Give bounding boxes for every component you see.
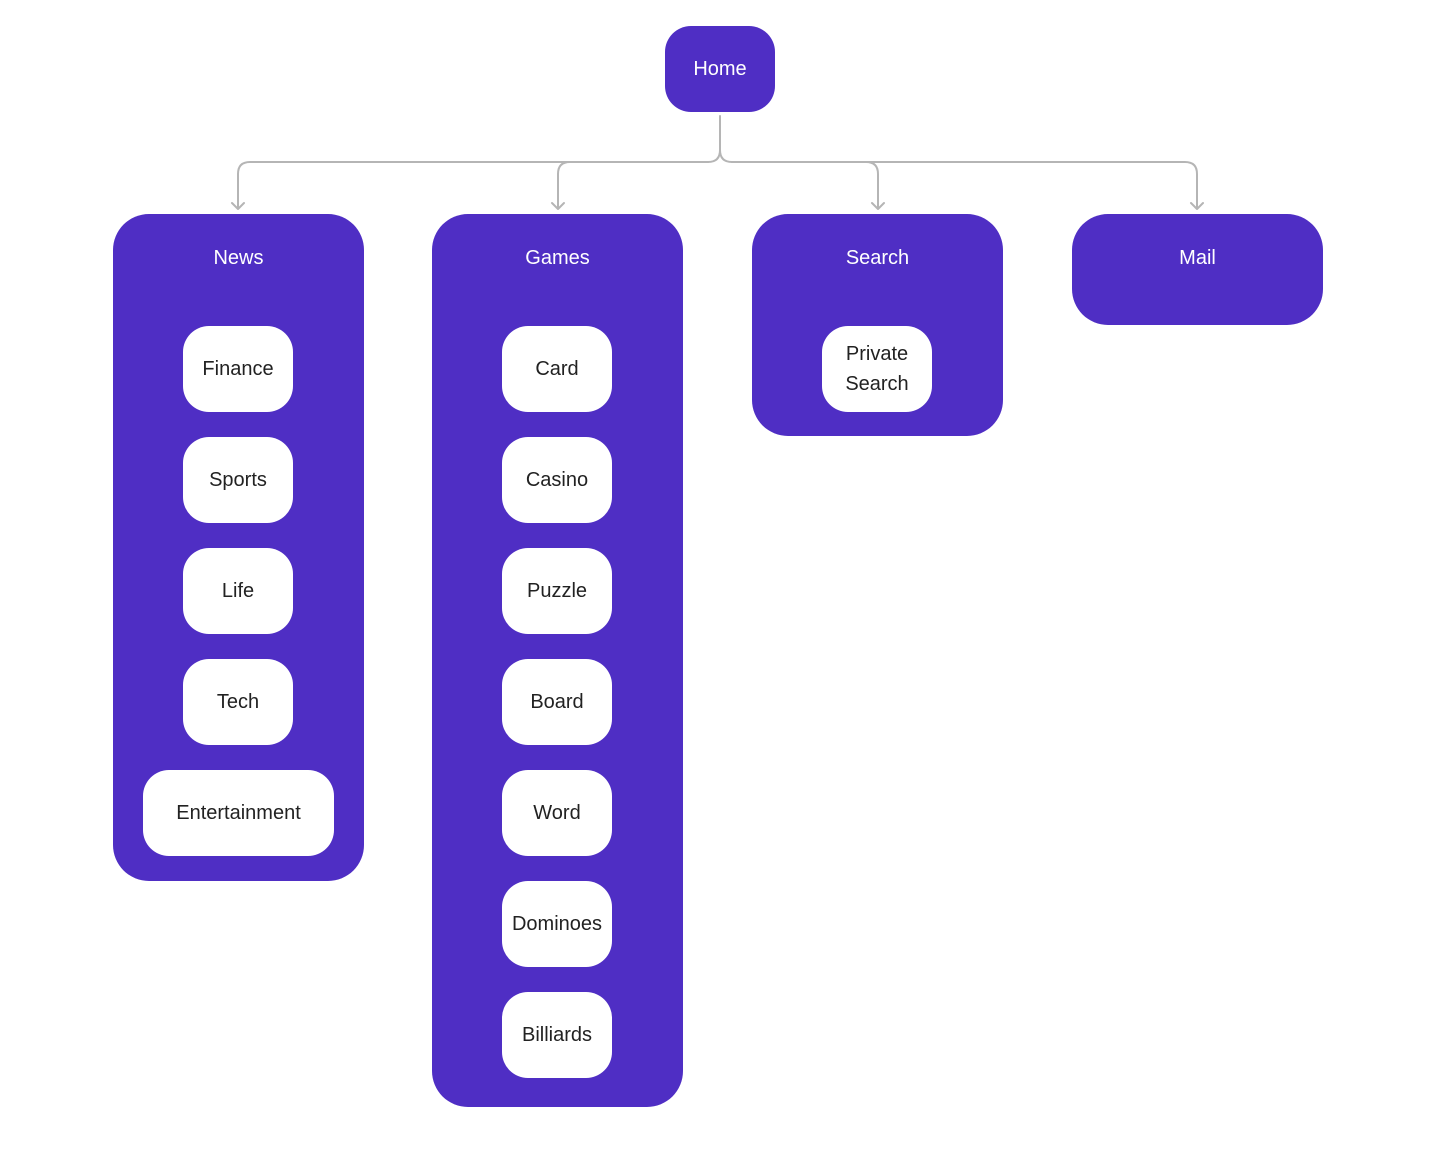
group-search[interactable]: Search Private Search xyxy=(752,214,1003,436)
connector-trunk-right xyxy=(719,149,733,163)
node-tech[interactable]: Tech xyxy=(183,659,293,745)
home-node[interactable]: Home xyxy=(665,26,775,112)
group-games[interactable]: Games Card Casino Puzzle Board Word Domi… xyxy=(432,214,683,1107)
group-mail-title: Mail xyxy=(1179,247,1216,269)
node-private-search[interactable]: Private Search xyxy=(822,326,932,412)
group-search-title: Search xyxy=(845,247,910,269)
node-billiards[interactable]: Billiards xyxy=(502,992,612,1078)
connector-news xyxy=(231,161,709,210)
node-dominoes[interactable]: Dominoes xyxy=(502,881,612,967)
connector-mail xyxy=(865,161,1204,210)
group-news-title: News xyxy=(213,247,264,269)
group-games-title: Games xyxy=(525,247,590,269)
group-news[interactable]: News Finance Sports Life Tech Entertainm… xyxy=(113,214,364,881)
node-word[interactable]: Word xyxy=(502,770,612,856)
node-card[interactable]: Card xyxy=(502,326,612,412)
node-sports[interactable]: Sports xyxy=(183,437,293,523)
node-finance[interactable]: Finance xyxy=(183,326,293,412)
connector-games xyxy=(551,161,571,210)
connector-search xyxy=(731,161,885,210)
home-node-label: Home xyxy=(693,57,747,80)
group-mail[interactable]: Mail xyxy=(1072,214,1323,325)
node-board[interactable]: Board xyxy=(502,659,612,745)
node-life[interactable]: Life xyxy=(183,548,293,634)
node-entertainment[interactable]: Entertainment xyxy=(143,770,334,856)
connector-trunk xyxy=(707,115,721,163)
node-casino[interactable]: Casino xyxy=(502,437,612,523)
node-puzzle[interactable]: Puzzle xyxy=(502,548,612,634)
